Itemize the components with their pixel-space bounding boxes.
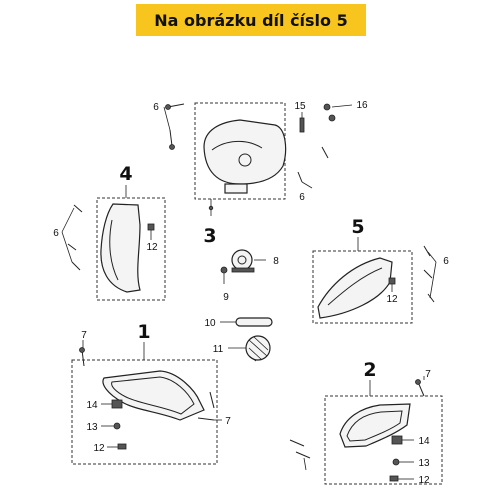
lower-right-cover-inner (346, 410, 403, 442)
group-1-lower-left-cover (71, 342, 218, 465)
group-number-1: 1 (137, 321, 150, 343)
callout-10: 10 (204, 318, 216, 329)
leader-7-d (303, 457, 307, 471)
screw-6-far-right-c (427, 293, 435, 303)
callout-6: 6 (443, 256, 449, 267)
nut-13-left (113, 422, 121, 430)
screw-6-far-right-a (423, 245, 431, 257)
group-5-right-light (312, 237, 413, 324)
nut-12-left (147, 223, 155, 231)
group-number-3: 3 (203, 225, 216, 247)
leader-dot (208, 205, 214, 211)
callout-9: 9 (223, 292, 229, 303)
screw-head (79, 347, 85, 353)
leader-6-a (163, 106, 171, 131)
lower-left-cover-body (102, 370, 205, 421)
nut-13-right (392, 458, 400, 466)
group-4-left-light (96, 185, 166, 301)
screw-6-left-c (71, 261, 81, 271)
screw-7-lower-a (289, 439, 305, 447)
headlight-bulb (238, 153, 252, 167)
screw-head (169, 144, 175, 150)
callout-12: 12 (386, 294, 398, 305)
nut-16-a (323, 103, 331, 111)
callout-6: 6 (299, 192, 305, 203)
nut-12-lower-left (117, 443, 127, 450)
callout-14: 14 (418, 436, 430, 447)
screw-head (415, 379, 421, 385)
nut-16-b (328, 114, 336, 122)
grille-hatch (248, 336, 269, 362)
leader-6-d (61, 231, 73, 263)
horn-nut (220, 266, 228, 274)
screw-6-left-a (73, 204, 83, 213)
horn-bracket (231, 267, 255, 273)
leader-6-e (427, 251, 437, 263)
screw-7-lower-b (295, 451, 311, 459)
headlight-socket (224, 183, 248, 194)
screw-6-far-right-b (423, 269, 433, 279)
left-light-body (100, 203, 141, 293)
clip-14-left (111, 399, 123, 409)
leader-6-c (61, 207, 75, 233)
screw-6-left-b (67, 243, 77, 251)
right-light-lens-edge (327, 267, 383, 306)
callout-12: 12 (146, 242, 158, 253)
nut-12-lower-right (389, 475, 399, 482)
callout-7: 7 (81, 330, 87, 341)
callout-11: 11 (213, 344, 224, 355)
callout-14: 14 (86, 400, 98, 411)
group-number-5: 5 (351, 216, 364, 238)
headlight-lens-edge (211, 141, 263, 151)
left-light-lens-edge (109, 219, 119, 281)
banner-title: Na obrázku díl číslo 5 (154, 10, 348, 30)
screw-7-mid-a (209, 391, 215, 409)
horn (231, 249, 253, 271)
callout-16: 16 (356, 100, 368, 111)
group-2-lower-right-cover (324, 380, 443, 485)
callout-7: 7 (425, 369, 431, 380)
leader-6-b (301, 181, 313, 189)
lower-left-cover-inner (111, 376, 195, 415)
nut-12-right (388, 277, 396, 285)
screw-head (165, 104, 171, 110)
gasket-strip (235, 317, 273, 327)
callout-13: 13 (418, 458, 430, 469)
callout-8: 8 (273, 256, 279, 267)
callout-6: 6 (53, 228, 59, 239)
horn-center (237, 255, 247, 265)
lower-right-cover-body (339, 403, 411, 448)
screw-6-right-b (321, 146, 329, 159)
headlight-housing (203, 119, 287, 185)
screw-7-mid-b (197, 417, 215, 421)
screw-6-lower (169, 129, 173, 147)
group-2-frame (324, 395, 443, 485)
right-light-body (317, 257, 393, 319)
group-number-2: 2 (363, 359, 376, 381)
callout-7: 7 (225, 416, 231, 427)
group-number-4: 4 (119, 163, 132, 185)
group-3-headlight (194, 102, 287, 216)
callout-13: 13 (86, 422, 98, 433)
loose-parts (61, 103, 437, 482)
clip-14-right (391, 435, 403, 445)
leader-6-f (429, 261, 437, 299)
clip-15 (299, 117, 305, 133)
callout-15: 15 (294, 101, 306, 112)
callout-6: 6 (153, 102, 159, 113)
title-banner: Na obrázku díl číslo 5 (136, 4, 366, 36)
leader-16 (331, 104, 353, 108)
group-1-frame (71, 359, 218, 465)
callout-12: 12 (93, 443, 105, 454)
screw-6-right-a (297, 171, 303, 183)
callout-12: 12 (418, 475, 430, 486)
group-5-frame (312, 250, 413, 324)
